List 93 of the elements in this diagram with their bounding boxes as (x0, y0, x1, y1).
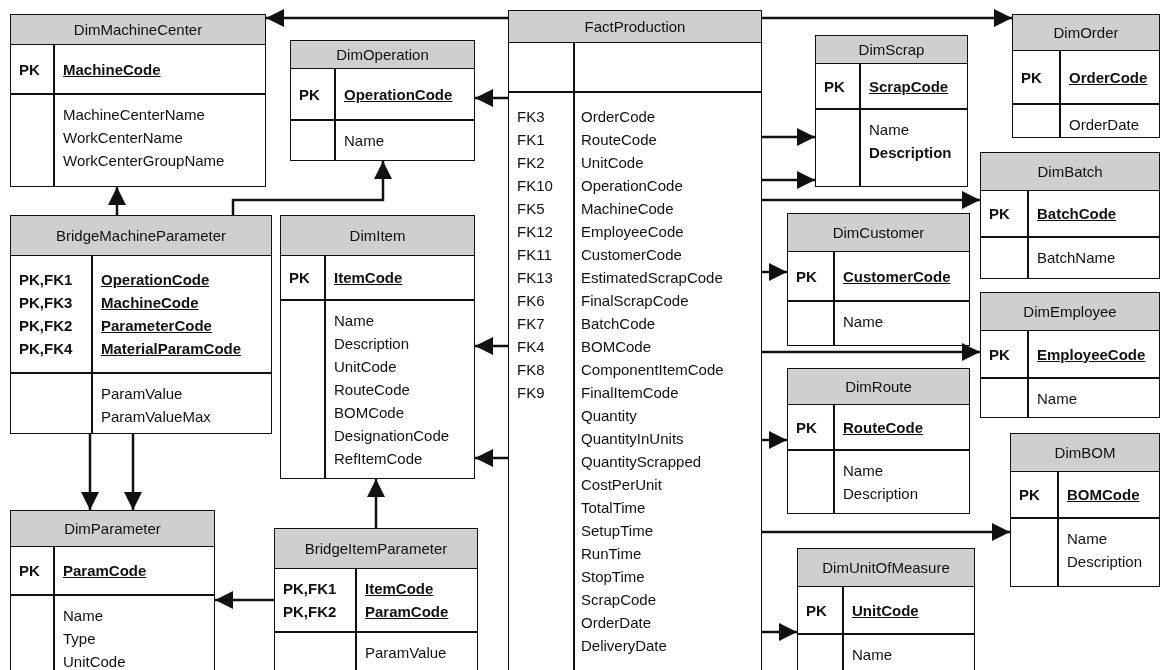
table-name: DimOperation (336, 46, 429, 63)
attribute-list: Name (852, 643, 892, 666)
entity-table (787, 368, 970, 514)
table-name: DimOrder (1053, 24, 1119, 41)
entity-table (10, 215, 272, 434)
key-labels: PK (806, 600, 827, 621)
key-field-list: EmployeeCode (1037, 342, 1146, 366)
key-field-list: ItemCode (334, 266, 403, 289)
key-labels: PK (989, 344, 1010, 365)
key-labels: PK,FK1 PK,FK2 (283, 579, 337, 622)
key-labels: PK,FK1 PK,FK3 PK,FK2 PK,FK4 (19, 270, 73, 359)
key-labels: PK (796, 417, 817, 438)
arrow (475, 89, 508, 107)
key-labels: PK (19, 59, 40, 80)
arrow (266, 9, 508, 27)
attribute-list: ParamValue ParamValueMax (101, 382, 211, 428)
attribute-list: BatchName (1037, 246, 1116, 269)
arrow (475, 449, 508, 467)
entity-table (1010, 433, 1160, 587)
key-labels: PK (1019, 485, 1040, 505)
attribute-list: OrderCode RouteCode UnitCode OperationCode MachineCode EmployeeCode CustomerCode EstimatedScrapCode FinalScrapCode BatchCode BOMCode ComponentItemCode FinalItemCode Quantity QuantityInUnits QuantityScrapped CostPerUnit TotalTime SetupTime RunTime StopTime ScrapCode OrderDate DeliveryDate (581, 105, 724, 657)
key-field-list: ItemCode ParamCode (365, 577, 449, 623)
attribute-list: MachineCenterName WorkCenterName WorkCenterGroupName (63, 103, 225, 172)
arrow (367, 479, 385, 528)
key-labels: PK (289, 268, 310, 288)
attribute-list: ParamValue (365, 641, 447, 664)
table-name: DimItem (349, 227, 406, 244)
arrow (124, 434, 142, 510)
attribute-list: Name (1037, 387, 1077, 410)
arrow (762, 9, 1012, 27)
key-labels: PK (989, 204, 1010, 224)
arrow (762, 128, 815, 146)
attribute-list: Name Description UnitCode RouteCode BOMCode DesignationCode RefItemCode (334, 309, 450, 470)
table-name: DimEmployee (1023, 303, 1117, 320)
arrow (475, 337, 508, 355)
key-field-list: OperationCode MachineCode ParameterCode MaterialParamCode (101, 268, 242, 360)
key-field-list: OperationCode (344, 82, 453, 106)
table-name: DimBatch (1037, 163, 1103, 180)
key-field-list: BOMCode (1067, 483, 1140, 506)
attribute-list: Name Description (869, 118, 952, 164)
key-field-list: ParamCode (63, 559, 147, 582)
arrow (762, 431, 787, 449)
key-field-list: ScrapCode (869, 74, 949, 98)
table-name: DimBOM (1054, 444, 1116, 461)
entity-table (10, 14, 266, 187)
entity-table (980, 292, 1160, 418)
entity-table (815, 35, 968, 187)
arrow (762, 623, 797, 641)
attribute-list: OrderDate (1069, 113, 1140, 136)
arrow (215, 591, 274, 609)
entity-table (1012, 14, 1160, 138)
attribute-list: Name (344, 129, 384, 152)
entity-table (280, 215, 475, 479)
key-field-list: MachineCode (63, 57, 161, 81)
arrow (762, 523, 1010, 541)
key-field-list: OrderCode (1069, 65, 1148, 89)
arrow (108, 187, 126, 215)
entity-table (290, 40, 475, 161)
entity-table (797, 548, 975, 670)
key-field-list: BatchCode (1037, 202, 1117, 225)
table-name: DimMachineCenter (73, 21, 203, 38)
table-name: DimScrap (858, 41, 925, 58)
arrow (762, 263, 787, 281)
attribute-list: Name Type UnitCode (63, 604, 126, 670)
arrow (762, 343, 980, 361)
key-labels: PK (824, 76, 845, 97)
attribute-list: Name Description (843, 459, 919, 505)
key-field-list: CustomerCode (843, 264, 951, 288)
arrow (81, 434, 99, 510)
table-name: FactProduction (584, 18, 686, 35)
table-name: DimParameter (64, 520, 161, 537)
key-field-list: UnitCode (852, 598, 919, 622)
key-labels: PK (796, 266, 817, 287)
table-name: DimUnitOfMeasure (822, 559, 950, 576)
attribute-list: Name Description (1067, 527, 1143, 573)
foreign-key-labels: FK3 FK1 FK2 FK10 FK5 FK12 FK11 FK13 FK6 FK7 FK4 FK8 FK9 (517, 107, 553, 403)
key-labels: PK (19, 561, 40, 581)
entity-table (787, 213, 970, 346)
entity-table (508, 10, 762, 670)
entity-table (980, 152, 1160, 279)
key-field-list: RouteCode (843, 415, 923, 439)
entity-table (274, 528, 478, 670)
key-labels: PK (299, 84, 320, 105)
entity-table (10, 510, 215, 670)
table-name: BridgeMachineParameter (55, 227, 227, 244)
key-labels: PK (1021, 67, 1042, 88)
table-name: DimRoute (845, 378, 912, 395)
table-name: DimCustomer (832, 224, 925, 241)
table-name: BridgeItemParameter (304, 540, 448, 557)
arrow (762, 171, 815, 189)
arrow (231, 161, 392, 215)
attribute-list: Name (843, 310, 883, 333)
arrow (762, 191, 980, 209)
